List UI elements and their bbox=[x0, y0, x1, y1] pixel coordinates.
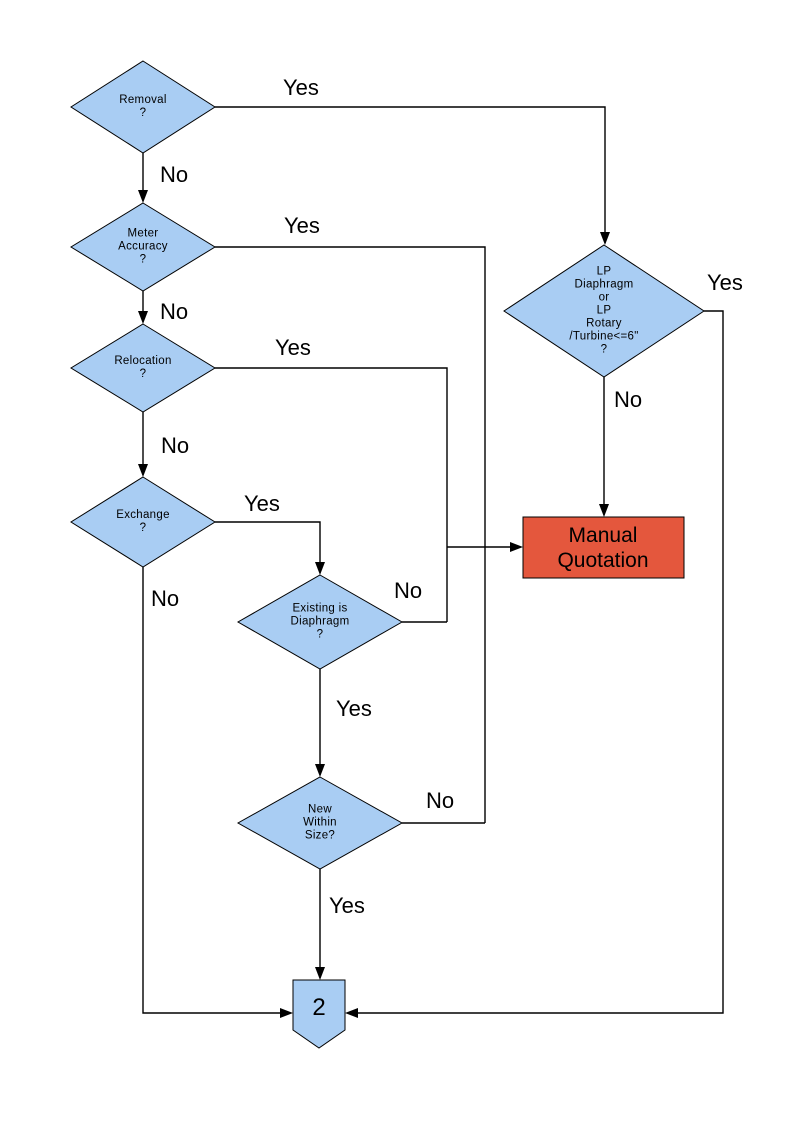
edge-existing-no-label: No bbox=[394, 578, 423, 603]
edge-exchange-no-line bbox=[142, 567, 288, 1014]
connector-2-label: 2 bbox=[312, 994, 326, 1021]
edge-lp-yes-line bbox=[351, 310, 724, 1014]
edge-removal-yes-label: Yes bbox=[283, 75, 319, 100]
edge-new-no-label: No bbox=[426, 788, 455, 813]
edge-meter-yes-label: Yes bbox=[284, 213, 320, 238]
edge-relocation-yes-label: Yes bbox=[275, 335, 311, 360]
edge-existing-yes-label: Yes bbox=[336, 696, 372, 721]
decision-new-within-size-shape bbox=[236, 776, 404, 870]
arrowhead-into-lp-top bbox=[600, 232, 610, 245]
edge-relocation-no-label: No bbox=[161, 433, 190, 458]
edge-relocation-yes-trunk-line bbox=[215, 367, 448, 622]
arrowhead-into-manual-quotation-left bbox=[510, 542, 523, 552]
decision-removal-shape bbox=[70, 60, 216, 154]
arrowhead-into-connector-right bbox=[345, 1008, 358, 1018]
edge-new-yes-label: Yes bbox=[329, 893, 365, 918]
arrowhead-into-connector-top bbox=[315, 967, 325, 980]
arrowhead-into-meter-top bbox=[138, 190, 148, 203]
edge-exchange-yes-line bbox=[215, 521, 321, 570]
edge-removal-yes-line bbox=[215, 106, 606, 240]
decision-meter-accuracy-shape bbox=[70, 202, 216, 292]
decision-relocation-label: Relocation ? bbox=[114, 355, 172, 380]
decision-removal-label: Removal ? bbox=[119, 94, 167, 119]
edge-lp-no-label: No bbox=[614, 387, 643, 412]
decision-exchange-shape bbox=[70, 476, 216, 568]
edge-exchange-yes-label: Yes bbox=[244, 491, 280, 516]
arrowhead-into-exchange-top bbox=[138, 464, 148, 477]
edge-removal-no-label: No bbox=[160, 162, 189, 187]
connector-2-shape bbox=[292, 979, 346, 1049]
decision-new-within-size-label: New Within Size? bbox=[303, 803, 337, 842]
decision-existing-diaphragm-label: Existing is Diaphragm ? bbox=[290, 602, 350, 641]
decision-exchange-label: Exchange ? bbox=[116, 509, 170, 534]
process-manual-quotation-shape bbox=[522, 516, 685, 579]
arrowhead-into-existing-top bbox=[315, 562, 325, 575]
arrowhead-into-relocation-top bbox=[138, 311, 148, 324]
decision-lp-meter-label: LP Diaphragm or LP Rotary /Turbine<=6" ? bbox=[569, 265, 639, 356]
edge-exchange-no-label: No bbox=[151, 586, 180, 611]
arrowhead-into-manual-quotation-top bbox=[599, 504, 609, 517]
edge-lp-yes-label: Yes bbox=[707, 270, 743, 295]
decision-meter-accuracy-label: Meter Accuracy ? bbox=[118, 227, 168, 266]
process-manual-quotation-label: Manual Quotation bbox=[557, 524, 649, 572]
edge-meter-yes-trunk-line bbox=[215, 246, 486, 823]
arrowhead-into-connector-left bbox=[280, 1008, 293, 1018]
edge-meter-no-label: No bbox=[160, 299, 189, 324]
arrowhead-into-new-top bbox=[315, 764, 325, 777]
decision-lp-meter-shape bbox=[503, 244, 705, 378]
decision-existing-diaphragm-shape bbox=[236, 574, 404, 670]
decision-relocation-shape bbox=[70, 323, 216, 413]
